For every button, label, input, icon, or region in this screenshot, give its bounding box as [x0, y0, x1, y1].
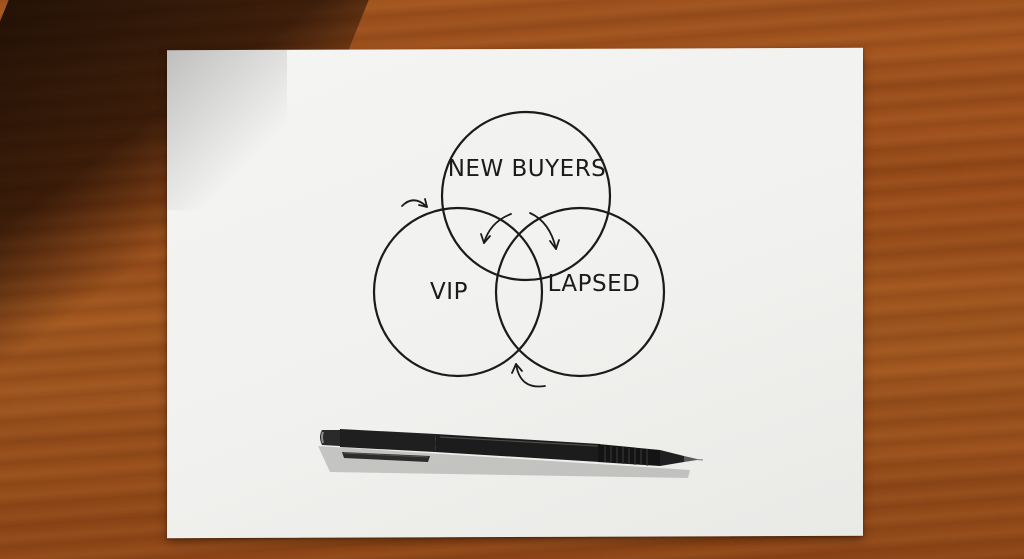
pen-shadow: [318, 446, 690, 478]
arrow-bottom: [511, 363, 546, 388]
circle-new-buyers: [440, 110, 612, 282]
label-vip: VIP: [430, 279, 468, 305]
circle-vip: [372, 206, 544, 378]
arrow-inner-right: [529, 212, 560, 250]
arrow-top-left: [401, 198, 428, 208]
label-lapsed: LAPSED: [548, 271, 641, 297]
pen: [320, 429, 704, 466]
circle-lapsed: [494, 206, 666, 378]
arrow-inner-left: [480, 213, 512, 244]
label-new-buyers: NEW BUYERS: [448, 156, 607, 182]
